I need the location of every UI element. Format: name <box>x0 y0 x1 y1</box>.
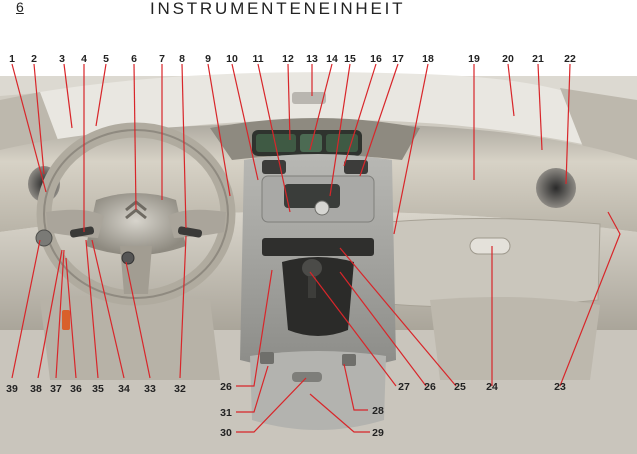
callout-labels: 1 2 3 4 5 6 7 8 9 10 11 12 13 14 15 16 1… <box>6 53 576 439</box>
callout-label: 27 <box>398 381 410 393</box>
callout-label: 25 <box>454 381 466 393</box>
leader-lines <box>11 63 621 433</box>
callout-label: 30 <box>220 427 232 439</box>
callout-label: 15 <box>344 53 356 65</box>
callout-label: 39 <box>6 383 18 395</box>
callout-label: 1 <box>9 53 15 65</box>
callout-label: 31 <box>220 407 232 419</box>
callout-label: 2 <box>31 53 37 65</box>
callout-label: 36 <box>70 383 82 395</box>
callout-label: 7 <box>159 53 165 65</box>
callout-label: 19 <box>468 53 480 65</box>
callout-label: 35 <box>92 383 104 395</box>
callout-label: 8 <box>179 53 185 65</box>
callout-label: 28 <box>372 405 384 417</box>
callout-label: 5 <box>103 53 109 65</box>
callout-label: 22 <box>564 53 576 65</box>
callout-label: 12 <box>282 53 294 65</box>
callout-label: 34 <box>118 383 130 395</box>
callout-label: 17 <box>392 53 404 65</box>
scene <box>0 72 637 454</box>
callout-label: 33 <box>144 383 156 395</box>
callout-label: 6 <box>131 53 137 65</box>
callout-label: 26 <box>220 381 232 393</box>
callout-label: 21 <box>532 53 544 65</box>
callout-label: 38 <box>30 383 42 395</box>
callout-label: 10 <box>226 53 238 65</box>
callout-label: 4 <box>81 53 87 65</box>
callout-label: 11 <box>252 53 263 65</box>
callout-label: 18 <box>422 53 434 65</box>
page-number: 6 <box>16 0 24 15</box>
callout-label: 14 <box>326 53 338 65</box>
callout-label: 29 <box>372 427 384 439</box>
callout-label: 13 <box>306 53 318 65</box>
callout-label: 26 <box>424 381 436 393</box>
callout-label: 32 <box>174 383 186 395</box>
callout-label: 37 <box>50 383 62 395</box>
callout-label: 3 <box>59 53 65 65</box>
callout-label: 24 <box>486 381 498 393</box>
page-title: INSTRUMENTENEINHEIT <box>150 0 406 18</box>
callout-label: 20 <box>502 53 514 65</box>
callout-label: 23 <box>554 381 566 393</box>
callout-label: 16 <box>370 53 382 65</box>
callout-label: 9 <box>205 53 211 65</box>
